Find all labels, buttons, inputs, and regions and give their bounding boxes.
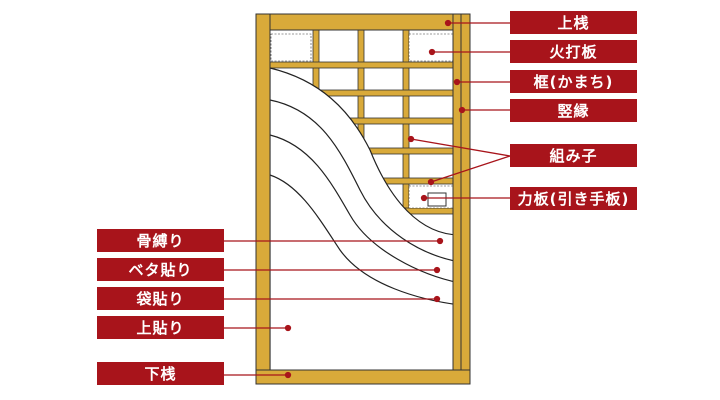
label-beta-bari: ベタ貼り [97,258,224,281]
label-tate-beri: 竪縁 [510,99,637,122]
label-chikara-ita: 力板(引き手板) [510,187,637,210]
leader-lines [224,19,511,379]
label-bottom-rail: 下桟 [97,362,224,385]
label-uwa-bari: 上貼り [97,316,224,339]
label-kamachi: 框(かまち) [510,70,637,93]
label-top-rail: 上桟 [510,11,637,34]
door-frame [255,13,471,385]
label-hiuchi-board: 火打板 [510,40,637,63]
label-hone-shibari: 骨縛り [97,229,224,252]
hikite-hole [427,192,447,207]
paper-layers [269,67,461,373]
label-fukuro-bari: 袋貼り [97,287,224,310]
label-kumiko: 組み子 [510,144,637,167]
